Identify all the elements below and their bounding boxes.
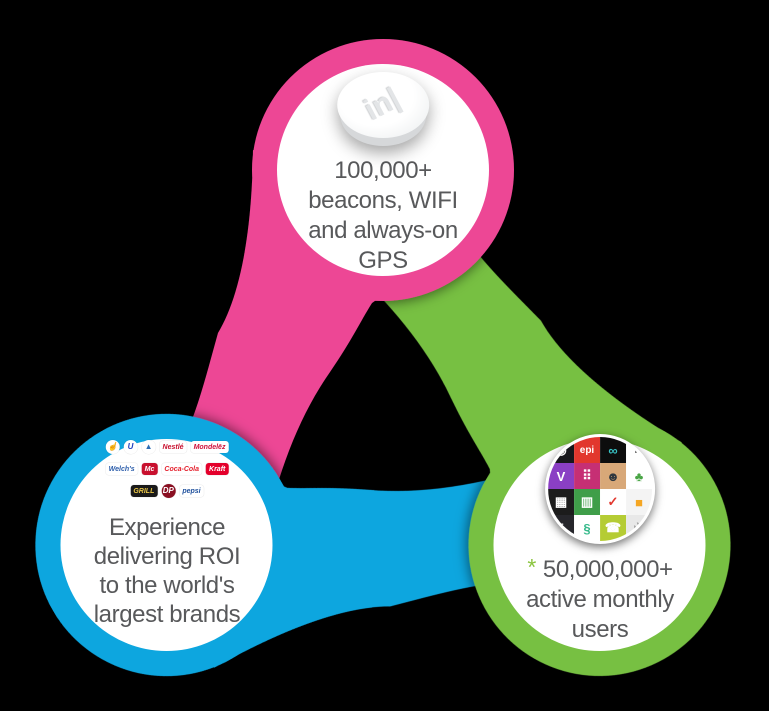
- georgia-pacific-logo: ▲: [141, 440, 156, 454]
- app-tile-2: ∞: [600, 437, 626, 463]
- app-tile-0: ◉: [548, 437, 574, 463]
- app-tile-11: ■: [626, 489, 652, 515]
- mondelez-logo: Mondelēz: [190, 441, 229, 453]
- app-tile-10: ✓: [600, 489, 626, 515]
- stat-line: *50,000,000+: [527, 554, 673, 585]
- stat-line: GPS: [358, 247, 408, 274]
- grill-mates-logo: GRILL: [130, 485, 158, 497]
- app-tile-3: In: [626, 437, 652, 463]
- app-tile-14: ☎: [600, 515, 626, 541]
- stat-line: users: [571, 616, 629, 643]
- stat-line: to the world's: [99, 572, 235, 599]
- app-tile-5: ⠿: [574, 463, 600, 489]
- unilever-logo: U: [123, 440, 138, 454]
- left-node-circle: [60, 439, 273, 651]
- stat-line: and always-on: [308, 217, 458, 244]
- mccormick-logo: Mc: [141, 463, 158, 475]
- stat-line: delivering ROI: [93, 543, 241, 570]
- app-tile-13: §: [574, 515, 600, 541]
- kraft-logo: Kraft: [206, 463, 229, 475]
- beacon-disc-icon: in|: [337, 72, 429, 146]
- stat-line: beacons, WIFI: [308, 187, 458, 214]
- footnote-asterisk: *: [527, 554, 536, 580]
- coca-cola-logo: Coca-Cola: [161, 463, 203, 475]
- pepsi-logo: pepsi: [179, 485, 204, 497]
- dr-pepper-logo: DP: [161, 484, 176, 498]
- beacons-node: in| 100,000+ beacons, WIFI and always-on…: [308, 72, 458, 276]
- app-tile-6: ☻: [600, 463, 626, 489]
- app-tile-1: epi: [574, 437, 600, 463]
- nestle-logo: Nestlé: [159, 441, 187, 453]
- stat-line: Experience: [108, 514, 226, 541]
- national-lottery-logo: ☝: [105, 440, 120, 454]
- top-node-circle: [277, 64, 489, 276]
- app-tile-12: f: [548, 515, 574, 541]
- beacon-face: in|: [337, 72, 429, 138]
- app-tile-15: ✈: [626, 515, 652, 541]
- app-tile-7: ♣: [626, 463, 652, 489]
- stat-line: active monthly: [526, 586, 674, 613]
- stat-line: largest brands: [93, 601, 241, 628]
- welchs-logo: Welch's: [105, 463, 138, 475]
- app-tile-8: ▦: [548, 489, 574, 515]
- users-count: 50,000,000+: [542, 556, 673, 583]
- app-tile-9: ▥: [574, 489, 600, 515]
- app-tile-4: V: [548, 463, 574, 489]
- stat-line: 100,000+: [334, 157, 432, 184]
- beacon-logo-text: in|: [359, 81, 406, 128]
